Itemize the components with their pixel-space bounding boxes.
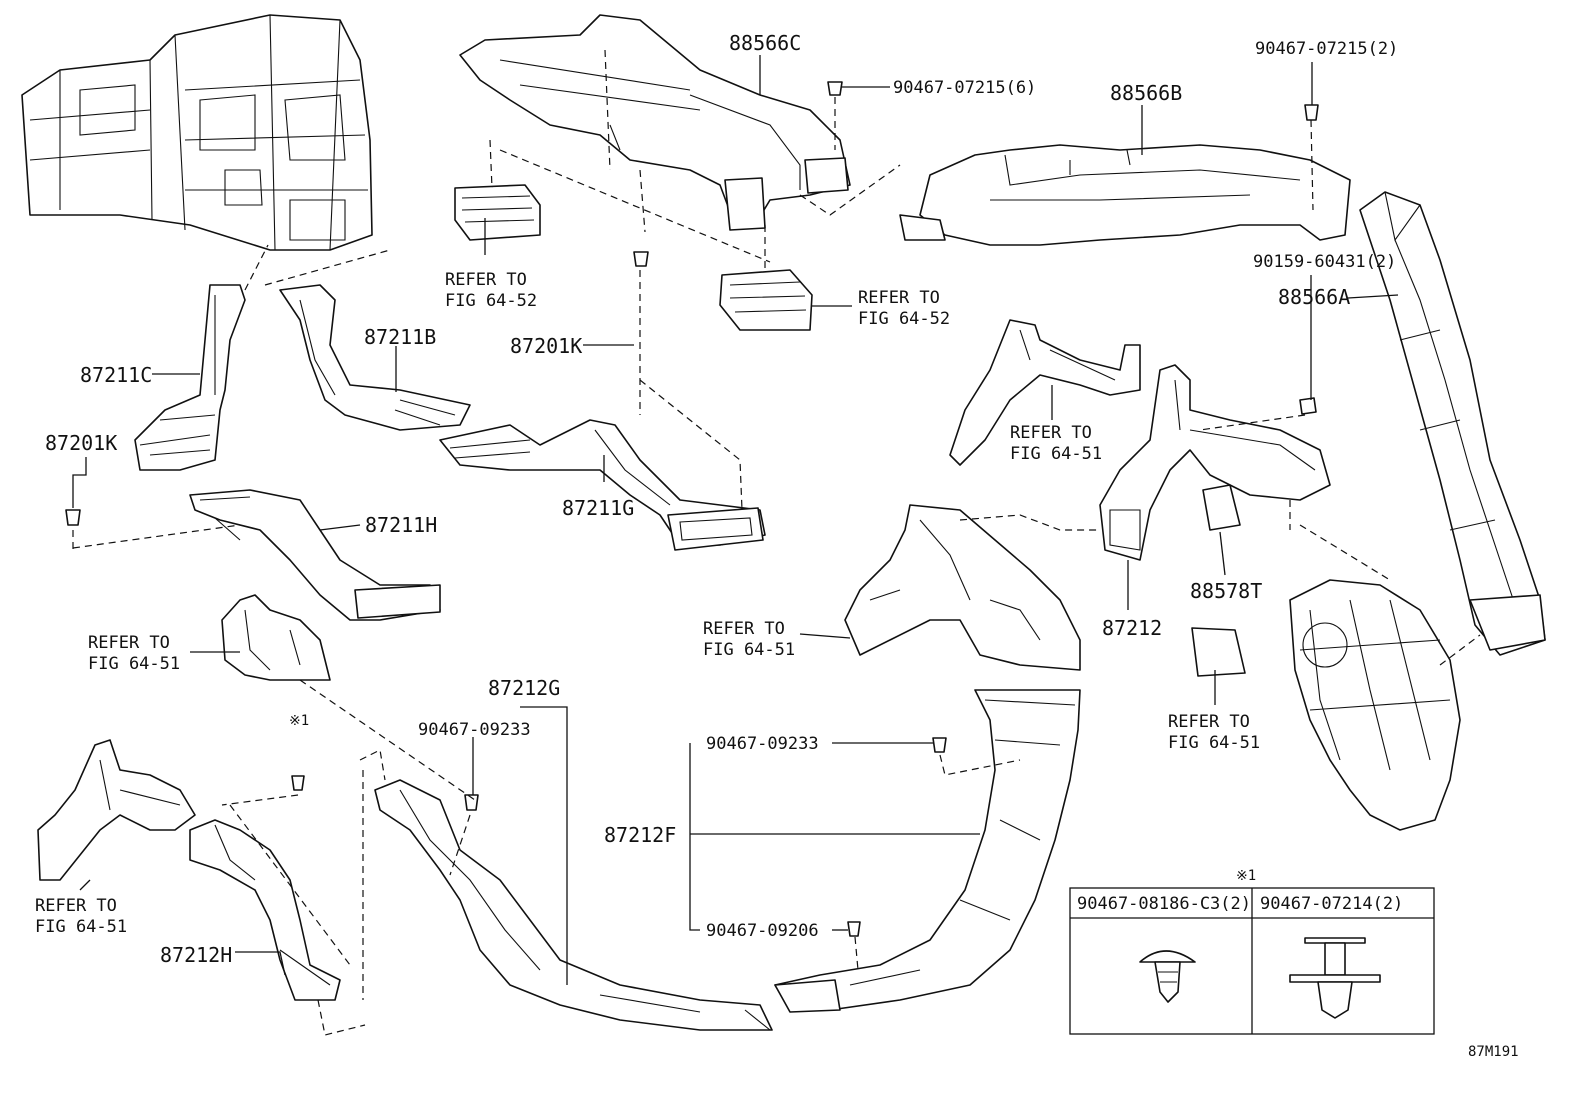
vent-module-upper (454, 184, 541, 241)
label-refer-64-52-a-line2: FIG 64-52 (445, 291, 537, 311)
label-87212: 87212 (1102, 616, 1162, 640)
pad-lower-right (1191, 627, 1246, 677)
label-87201K-right: 87201K (510, 334, 582, 358)
pad-88578T (1202, 484, 1241, 531)
label-88578T: 88578T (1190, 579, 1262, 603)
label-87212H: 87212H (160, 943, 232, 967)
label-refer-64-51-c-line1: REFER TO (703, 619, 785, 639)
legend-col2-header: 90467-07214(2) (1260, 894, 1403, 914)
label-refer-64-51-e-line1: REFER TO (35, 896, 117, 916)
dashed-reference-lines (72, 49, 1481, 1036)
label-refer-64-52-b-line2: FIG 64-52 (858, 309, 950, 329)
fastener-legend-table: ※1 90467-08186-C3(2) 90467-07214(2) (1069, 868, 1435, 1035)
hvac-unit (21, 14, 373, 251)
hvac-unit-lower-right (1289, 579, 1461, 831)
fastener-clips (65, 81, 1319, 937)
duct-87211B (279, 284, 471, 431)
label-87201K-left: 87201K (45, 431, 117, 455)
duct-87212 (1099, 364, 1331, 561)
label-fastener-60431-2: 90159-60431(2) (1253, 252, 1396, 272)
label-88566B: 88566B (1110, 81, 1182, 105)
clip-07214-flange (1289, 974, 1381, 983)
label-refer-64-51-c-line2: FIG 64-51 (703, 640, 795, 660)
label-refer-64-51-b-line2: FIG 64-51 (1010, 444, 1102, 464)
duct-87212H (189, 819, 341, 1001)
label-refer-64-51-a-line1: REFER TO (88, 633, 170, 653)
label-88566A: 88566A (1278, 285, 1350, 309)
label-refer-64-52-b-line1: REFER TO (858, 288, 940, 308)
bracket-part-left-mid (221, 594, 331, 681)
label-note-mark: ※1 (289, 713, 309, 729)
label-87211G: 87211G (562, 496, 634, 520)
duct-87211G (439, 419, 766, 551)
duct-88566C (459, 14, 851, 231)
vent-module-lower (719, 269, 813, 331)
label-refer-64-51-b-line1: REFER TO (1010, 423, 1092, 443)
duct-88566A (1359, 191, 1546, 656)
duct-87212G (374, 779, 773, 1031)
clip-07214-stem (1324, 942, 1346, 976)
clip-07214-head (1304, 937, 1366, 944)
duct-87211H (189, 489, 441, 621)
figure-id: 87M191 (1468, 1044, 1519, 1060)
label-refer-64-51-d-line2: FIG 64-51 (1168, 733, 1260, 753)
label-fastener-09233-a: 90467-09233 (418, 720, 531, 740)
label-87211B: 87211B (364, 325, 436, 349)
label-fastener-07215-6: 90467-07215(6) (893, 78, 1036, 98)
bracket-part-center (844, 504, 1081, 671)
label-refer-64-51-d-line1: REFER TO (1168, 712, 1250, 732)
duct-88566B (899, 144, 1351, 246)
label-fastener-07215-2: 90467-07215(2) (1255, 39, 1398, 59)
label-88566C: 88566C (729, 31, 801, 55)
bracket-part-upper-mid (949, 319, 1141, 466)
label-refer-64-52-a-line1: REFER TO (445, 270, 527, 290)
label-fastener-09233-b: 90467-09233 (706, 734, 819, 754)
leader-lines (72, 55, 1399, 985)
label-refer-64-51-a-line2: FIG 64-51 (88, 654, 180, 674)
clip-07214-body (1317, 981, 1353, 1019)
label-87212F: 87212F (604, 823, 676, 847)
clip-08186-head (1139, 950, 1196, 963)
legend-mark: ※1 (1236, 868, 1256, 884)
bracket-part-lower-left (37, 739, 196, 881)
duct-87211C (134, 284, 246, 471)
label-87211H: 87211H (365, 513, 437, 537)
duct-87212F (774, 689, 1081, 1013)
legend-col1-header: 90467-08186-C3(2) (1077, 894, 1251, 914)
label-refer-64-51-e-line2: FIG 64-51 (35, 917, 127, 937)
label-87211C: 87211C (80, 363, 152, 387)
label-fastener-09206: 90467-09206 (706, 921, 819, 941)
label-87212G: 87212G (488, 676, 560, 700)
